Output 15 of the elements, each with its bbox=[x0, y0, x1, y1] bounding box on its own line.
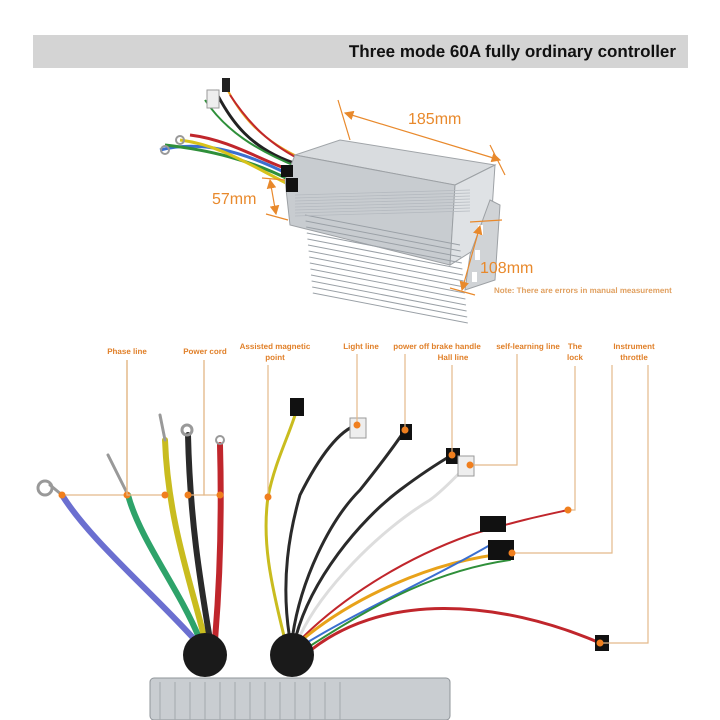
callout-label: power off brake handle bbox=[385, 341, 489, 352]
callout-label: Hall line bbox=[430, 352, 476, 363]
callout-label: Power cord bbox=[174, 346, 236, 357]
callout-label: Instrument bbox=[604, 341, 664, 352]
title-banner: Three mode 60A fully ordinary controller bbox=[33, 35, 688, 68]
dimension-label: 185mm bbox=[408, 110, 462, 130]
callout-label: Light line bbox=[338, 341, 384, 352]
dimension-label: 108mm bbox=[480, 259, 534, 279]
callout-label: throttle bbox=[604, 352, 664, 363]
callout-label: Assisted magnetic point bbox=[238, 341, 312, 363]
callout-label: The lock bbox=[564, 341, 586, 363]
note-text: Note: There are errors in manual measurement bbox=[494, 285, 672, 297]
callout-label: self-learning line bbox=[490, 341, 566, 352]
dimension-label: 57mm bbox=[212, 190, 256, 210]
callout-label: Phase line bbox=[97, 346, 157, 357]
